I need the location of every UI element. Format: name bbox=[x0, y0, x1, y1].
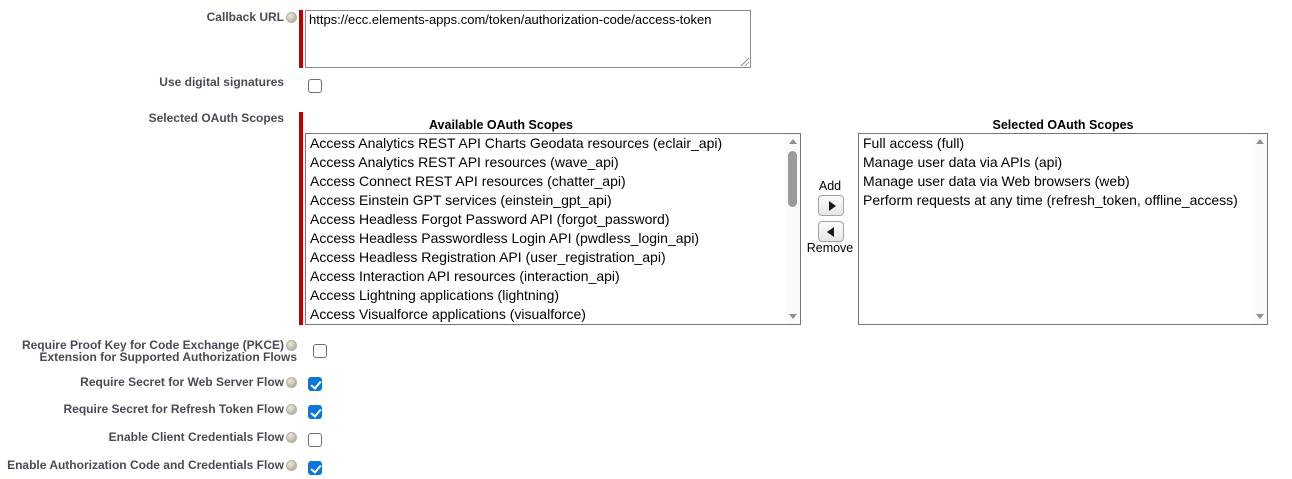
enable-auth-code-credentials-label: Enable Authorization Code and Credential… bbox=[0, 459, 297, 471]
scroll-up-icon[interactable] bbox=[785, 134, 800, 149]
list-item[interactable]: Manage user data via Web browsers (web) bbox=[863, 173, 1130, 189]
list-item[interactable]: Access Connect REST API resources (chatt… bbox=[310, 173, 626, 189]
enable-client-credentials-label: Enable Client Credentials Flow bbox=[0, 431, 297, 443]
oauth-scopes-field-label: Selected OAuth Scopes bbox=[148, 111, 284, 125]
use-digital-signatures-label: Use digital signatures bbox=[159, 75, 284, 89]
scrollbar-thumb[interactable] bbox=[788, 151, 797, 207]
add-label: Add bbox=[818, 179, 842, 193]
selected-scopes-items: Full access (full) Manage user data via … bbox=[859, 134, 1252, 210]
add-button[interactable] bbox=[818, 195, 844, 216]
info-icon[interactable] bbox=[286, 12, 297, 23]
list-item[interactable]: Access Interaction API resources (intera… bbox=[310, 268, 620, 284]
callback-url-field-wrap: https://ecc.elements-apps.com/token/auth… bbox=[305, 10, 751, 68]
list-item[interactable]: Access Analytics REST API resources (wav… bbox=[310, 154, 619, 170]
list-item[interactable]: Access Einstein GPT services (einstein_g… bbox=[310, 192, 612, 208]
available-scopes-header: Available OAuth Scopes bbox=[428, 118, 574, 132]
list-item[interactable]: Access Analytics REST API Charts Geodata… bbox=[310, 135, 723, 151]
list-item[interactable]: Access Lightning applications (lightning… bbox=[310, 287, 560, 303]
available-scopes-listbox[interactable]: Access Analytics REST API Charts Geodata… bbox=[305, 133, 801, 325]
callback-url-label: Callback URL bbox=[0, 11, 297, 23]
scroll-down-icon[interactable] bbox=[785, 309, 800, 324]
require-secret-web-server-checkbox[interactable] bbox=[308, 377, 322, 391]
info-icon[interactable] bbox=[286, 404, 297, 415]
pkce-checkbox[interactable] bbox=[313, 344, 327, 358]
list-item[interactable]: Access Headless Registration API (user_r… bbox=[310, 249, 666, 265]
use-digital-signatures-checkbox[interactable] bbox=[308, 79, 322, 93]
enable-auth-code-credentials-checkbox[interactable] bbox=[308, 461, 322, 475]
pkce-label: Require Proof Key for Code Exchange (PKC… bbox=[21, 338, 297, 364]
info-icon[interactable] bbox=[286, 432, 297, 443]
require-secret-refresh-token-label: Require Secret for Refresh Token Flow bbox=[0, 403, 297, 415]
list-item[interactable]: Access Headless Passwordless Login API (… bbox=[310, 230, 700, 246]
list-item[interactable]: Access Visualforce applications (visualf… bbox=[310, 306, 586, 322]
enable-client-credentials-checkbox[interactable] bbox=[308, 433, 322, 447]
info-icon[interactable] bbox=[286, 377, 297, 388]
list-item[interactable]: Perform requests at any time (refresh_to… bbox=[863, 192, 1238, 208]
list-item[interactable]: Access Headless Forgot Password API (for… bbox=[310, 211, 670, 227]
scrollbar[interactable] bbox=[1252, 134, 1267, 324]
scrollbar[interactable] bbox=[785, 134, 800, 324]
scroll-down-icon[interactable] bbox=[1252, 309, 1267, 324]
selected-scopes-listbox[interactable]: Full access (full) Manage user data via … bbox=[858, 133, 1268, 325]
callback-url-label-text: Callback URL bbox=[206, 10, 284, 24]
arrow-left-icon bbox=[826, 226, 834, 237]
available-scopes-items: Access Analytics REST API Charts Geodata… bbox=[306, 134, 785, 324]
selected-scopes-header: Selected OAuth Scopes bbox=[992, 118, 1134, 132]
required-indicator bbox=[299, 112, 303, 325]
remove-label: Remove bbox=[806, 241, 854, 255]
required-indicator bbox=[299, 10, 303, 68]
remove-button[interactable] bbox=[818, 221, 844, 242]
require-secret-refresh-token-checkbox[interactable] bbox=[308, 405, 322, 419]
scroll-up-icon[interactable] bbox=[1252, 134, 1267, 149]
info-icon[interactable] bbox=[286, 460, 297, 471]
callback-url-input[interactable]: https://ecc.elements-apps.com/token/auth… bbox=[305, 10, 751, 68]
require-secret-web-server-label: Require Secret for Web Server Flow bbox=[0, 376, 297, 388]
arrow-right-icon bbox=[828, 200, 836, 211]
list-item[interactable]: Full access (full) bbox=[863, 135, 965, 151]
list-item[interactable]: Manage user data via APIs (api) bbox=[863, 154, 1063, 170]
